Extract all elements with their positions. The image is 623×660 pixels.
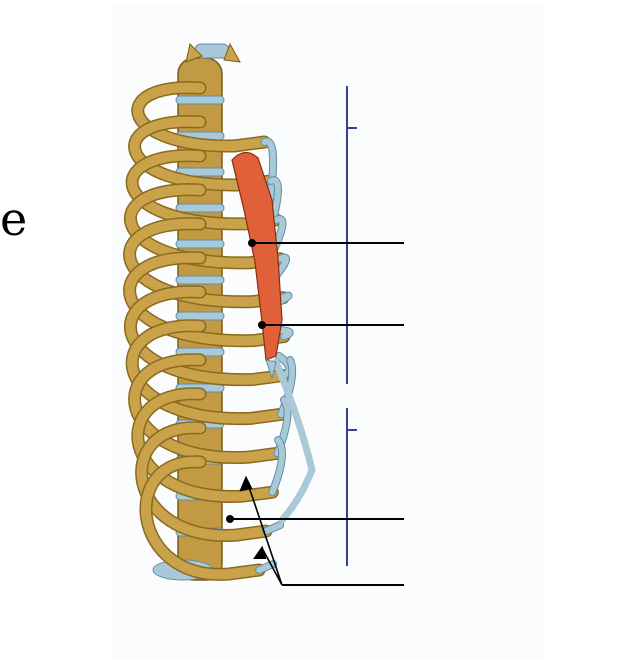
leader-line-1-dot <box>249 240 255 246</box>
leader-line-3-dot <box>227 516 233 522</box>
disc <box>176 312 224 320</box>
leader-arrow-a <box>241 478 251 490</box>
leader-line-2-dot <box>259 322 265 328</box>
disc <box>176 240 224 248</box>
disc <box>176 96 224 104</box>
disc <box>176 204 224 212</box>
disc <box>176 276 224 284</box>
